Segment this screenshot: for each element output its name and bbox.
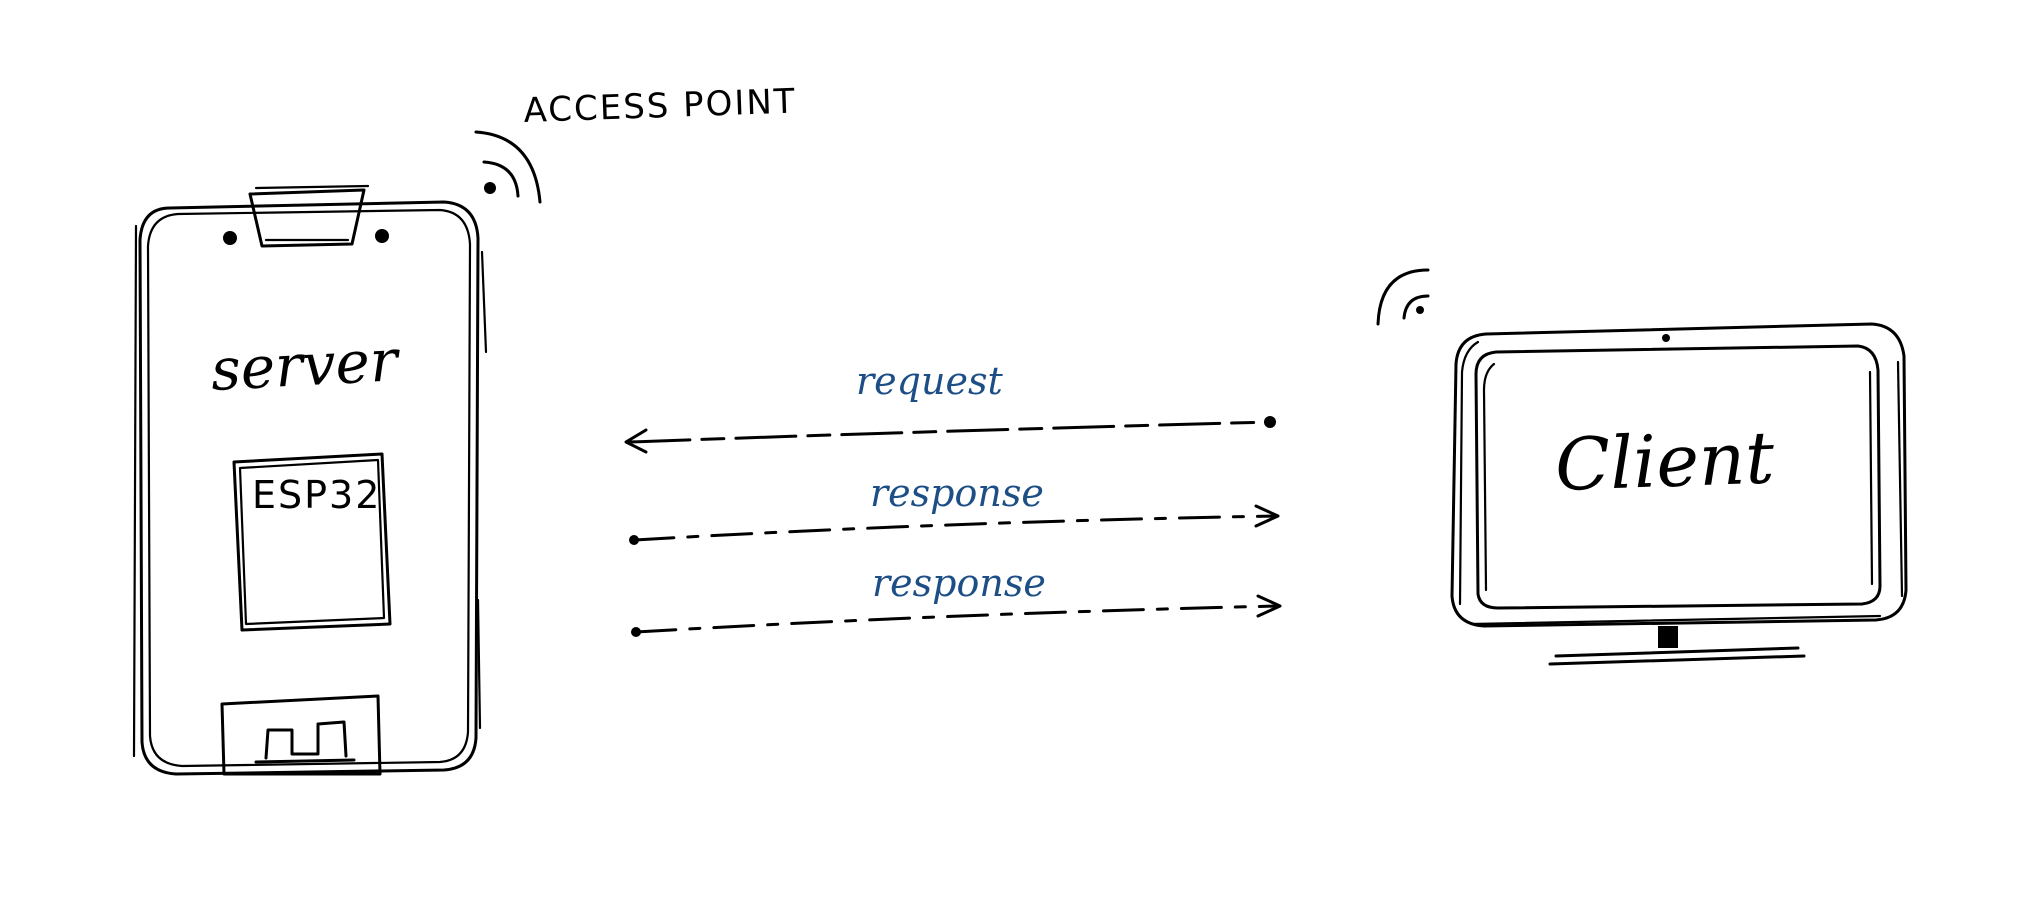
monitor-icon: Client — [1450, 322, 1908, 666]
server-board-outline — [138, 200, 480, 776]
response-arrow-1-head — [1254, 504, 1280, 528]
response-arrow-2: response — [631, 561, 1282, 637]
monitor-base — [1548, 646, 1806, 666]
response-label-1: response — [870, 471, 1044, 515]
request-arrow-line — [628, 420, 1272, 444]
monitor-screen-sketch — [1482, 362, 1874, 592]
response-arrow-1-start-dot — [629, 535, 639, 545]
esp32-chip-sketch — [238, 458, 386, 626]
usb-connector — [248, 188, 366, 248]
monitor-outer-frame-sketch — [1458, 340, 1904, 626]
monitor-outer-frame — [1450, 322, 1908, 628]
response-label-2: response — [872, 561, 1046, 605]
response-arrow-1-line — [632, 514, 1278, 542]
mounting-hole-left — [223, 231, 237, 245]
server-board-outline-sketch — [146, 208, 472, 768]
response-arrow-2-head — [1256, 594, 1282, 618]
antenna-icon — [254, 720, 356, 764]
server-wifi-icon — [474, 130, 542, 204]
response-arrow-2-start-dot — [631, 627, 641, 637]
monitor-screen — [1474, 344, 1882, 610]
chip-label: ESP32 — [252, 473, 381, 517]
client-label: Client — [1554, 415, 1777, 507]
monitor-camera — [1662, 334, 1670, 342]
client-wifi-icon — [1376, 268, 1430, 326]
request-arrowhead — [624, 428, 648, 454]
server-board-sketch-extra — [132, 224, 488, 758]
esp32-chip — [232, 452, 392, 632]
request-arrow-start-dot — [1264, 416, 1276, 428]
server-label: server — [209, 326, 402, 404]
response-arrow-1: response — [629, 471, 1280, 545]
response-arrow-2-line — [634, 604, 1280, 634]
request-arrow: request — [624, 359, 1276, 454]
request-label: request — [856, 359, 1003, 403]
usb-connector-sketch — [254, 184, 370, 242]
antenna-block — [220, 694, 382, 776]
mounting-hole-right — [375, 229, 389, 243]
access-point-label: ACCESS POINT — [523, 81, 797, 131]
monitor-neck — [1658, 626, 1678, 648]
server-board: server ESP32 — [132, 184, 488, 776]
